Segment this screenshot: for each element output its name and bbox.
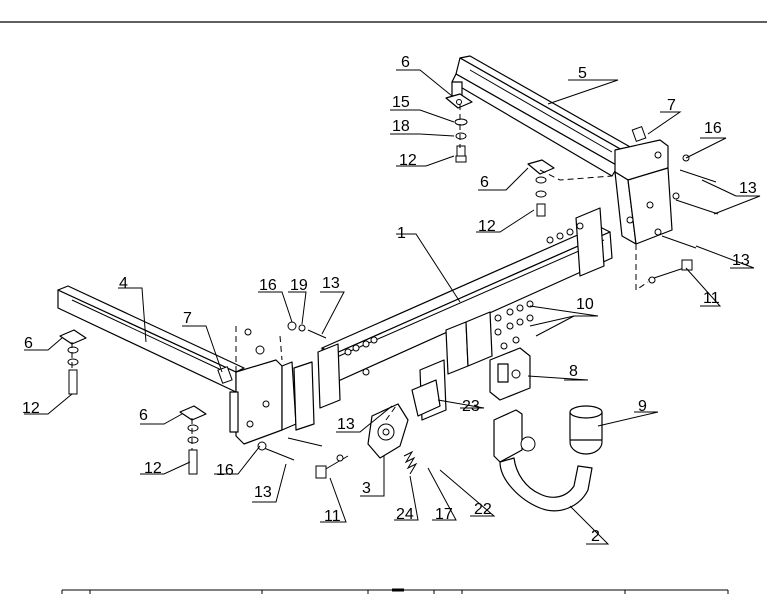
left-plate-6 xyxy=(59,329,87,395)
left-upper-hardware xyxy=(244,321,327,428)
label-23: 23 xyxy=(462,398,480,415)
part-2-ball-arm xyxy=(493,409,593,512)
label-6-left: 6 xyxy=(24,335,33,352)
washer-18 xyxy=(455,132,467,140)
bottom-table-border xyxy=(61,588,729,594)
label-8: 8 xyxy=(569,363,578,380)
spacer-7-upper xyxy=(631,126,647,142)
label-16-lower: 16 xyxy=(216,462,234,479)
label-11-right: 11 xyxy=(703,290,720,307)
label-17: 17 xyxy=(435,506,453,523)
label-19: 19 xyxy=(290,277,308,294)
upper-plate-6 xyxy=(445,93,473,109)
label-13-right-b: 13 xyxy=(732,252,750,269)
crossbar-nuts xyxy=(344,222,584,376)
label-24: 24 xyxy=(396,506,414,523)
label-12-lower: 12 xyxy=(144,460,162,477)
part-24-spring xyxy=(403,450,418,475)
label-5: 5 xyxy=(578,65,587,82)
label-3: 3 xyxy=(362,480,371,497)
label-1: 1 xyxy=(397,225,406,242)
label-13-center: 13 xyxy=(337,416,355,433)
right-bolt-11 xyxy=(647,259,693,284)
callout-labels: 1 2 3 4 5 6 6 6 6 7 7 8 9 10 11 11 12 12… xyxy=(22,54,757,545)
mid-plate-6 xyxy=(527,159,555,217)
part-1-crossbar xyxy=(293,207,613,431)
lower-plate-6 xyxy=(179,405,207,475)
label-16-left: 16 xyxy=(259,277,277,294)
label-16-right: 16 xyxy=(704,120,722,137)
part-5-right-rail xyxy=(451,55,633,177)
left-lower-bolts xyxy=(257,437,349,479)
bolt-12-upper xyxy=(455,145,467,163)
label-15: 15 xyxy=(392,94,410,111)
label-13-right-a: 13 xyxy=(739,180,757,197)
label-13-lower: 13 xyxy=(254,484,272,501)
label-6-lower: 6 xyxy=(139,407,148,424)
label-22: 22 xyxy=(474,501,492,518)
label-12-upper: 12 xyxy=(399,152,417,169)
label-6-mid: 6 xyxy=(480,174,489,191)
right-side-bracket xyxy=(614,139,673,245)
label-18: 18 xyxy=(392,118,410,135)
part-4-left-rail xyxy=(57,285,245,393)
left-side-bracket xyxy=(229,359,297,445)
label-12-mid: 12 xyxy=(478,218,496,235)
label-13-left-upper: 13 xyxy=(322,275,340,292)
label-10: 10 xyxy=(576,296,594,313)
part-8-mounting-block xyxy=(489,347,531,401)
label-7-upper: 7 xyxy=(667,97,676,114)
label-12-left: 12 xyxy=(22,400,40,417)
leader-lines xyxy=(24,69,761,545)
label-6-upper: 6 xyxy=(401,54,410,71)
label-7-left: 7 xyxy=(183,310,192,327)
label-11-lower: 11 xyxy=(324,508,341,525)
label-2: 2 xyxy=(591,528,600,545)
assembly-dashed-lines xyxy=(71,104,649,450)
part-3-socket-plate xyxy=(367,379,441,459)
washer-15 xyxy=(454,118,468,126)
part-9-ball-cap xyxy=(569,405,603,455)
label-9: 9 xyxy=(638,398,647,415)
label-4: 4 xyxy=(119,275,128,292)
